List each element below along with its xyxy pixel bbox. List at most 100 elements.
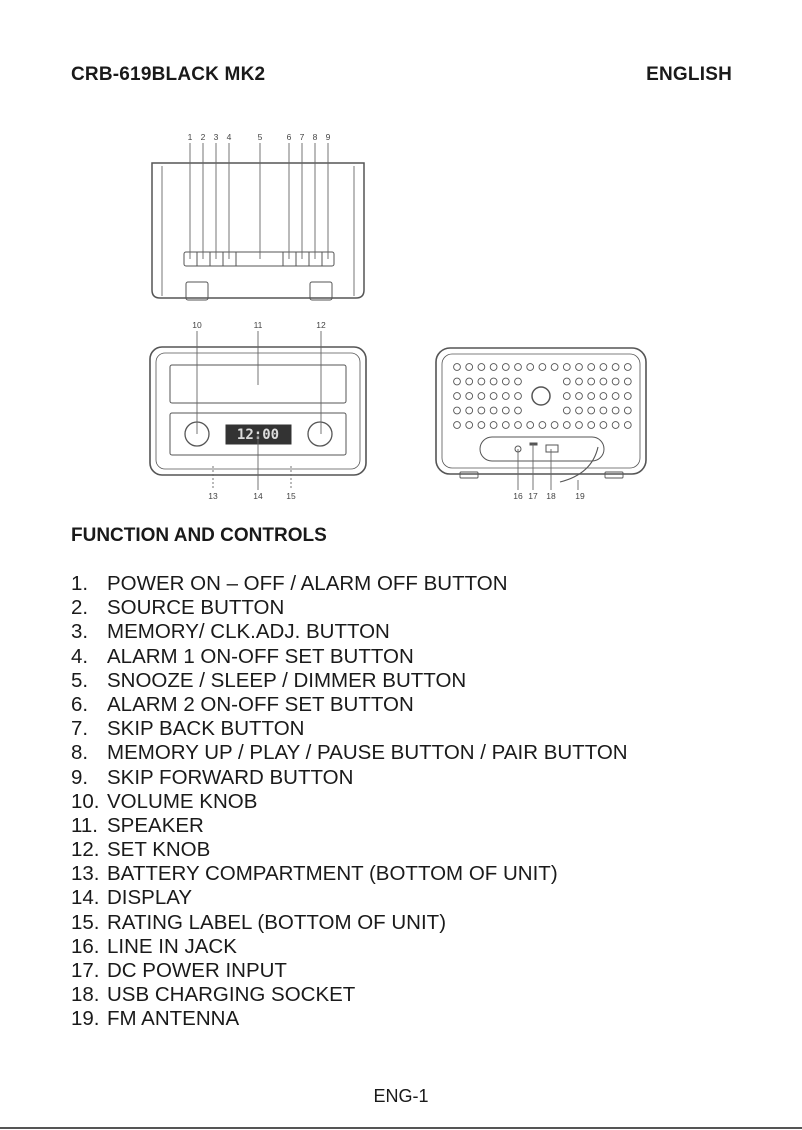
product-diagram: 1 2 3 4 5 6 7 8 9 12:00 — [0, 120, 802, 510]
control-item: 16. LINE IN JACK — [71, 935, 628, 959]
control-number: 12. — [71, 838, 100, 862]
control-label: SET KNOB — [107, 838, 211, 862]
product-diagram-svg: 1 2 3 4 5 6 7 8 9 12:00 — [149, 132, 647, 501]
grille-hole — [465, 421, 474, 429]
control-label: POWER ON – OFF / ALARM OFF BUTTON — [107, 572, 508, 595]
callout-7: 7 — [300, 132, 305, 142]
control-number: 17. — [71, 959, 100, 982]
back-view-leaders — [517, 444, 579, 490]
control-label: LINE IN JACK — [107, 934, 237, 958]
grille-hole — [623, 392, 632, 400]
callout-6: 6 — [287, 132, 292, 142]
grille-hole — [489, 421, 498, 429]
control-label: SPEAKER — [107, 813, 204, 837]
grille-hole — [514, 406, 522, 415]
page-number: ENG-1 — [373, 1086, 429, 1106]
grille-hole — [453, 406, 461, 415]
grille-hole — [587, 421, 596, 429]
back-view-callouts: 16 17 18 19 — [513, 491, 585, 501]
bottom-rule — [0, 1127, 802, 1129]
grille-hole — [477, 406, 486, 415]
callout-5: 5 — [258, 132, 263, 142]
grille-hole — [575, 406, 583, 415]
control-label: ALARM 2 ON-OFF SET BUTTON — [107, 692, 414, 716]
back-view-illustration — [435, 347, 647, 483]
front-view-leaders — [196, 331, 322, 490]
grille-hole — [575, 421, 583, 429]
front-view-callouts: 10 11 12 13 14 15 — [192, 320, 326, 501]
callout-15: 15 — [286, 491, 296, 501]
language-label: ENGLISH — [646, 64, 732, 85]
grille-hole — [587, 363, 596, 371]
control-item: 8.MEMORY UP / PLAY / PAUSE BUTTON / PAIR… — [71, 741, 628, 765]
grille-hole — [526, 363, 535, 371]
control-number: 9. — [71, 765, 89, 789]
control-number: 16. — [71, 934, 100, 958]
grille-hole — [587, 392, 596, 400]
control-number: 13. — [71, 862, 100, 886]
control-item: 7. SKIP BACK BUTTON — [71, 717, 628, 741]
control-item: 1.POWER ON – OFF / ALARM OFF BUTTON — [71, 572, 628, 596]
grille-hole — [623, 377, 632, 386]
callout-17: 17 — [528, 491, 538, 501]
control-item: 5.SNOOZE / SLEEP / DIMMER BUTTON — [71, 669, 628, 693]
callout-11: 11 — [254, 320, 263, 330]
grille-hole — [489, 377, 498, 386]
grille-hole — [477, 377, 486, 386]
control-label: RATING LABEL (BOTTOM OF UNIT) — [107, 910, 447, 934]
control-number: 2. — [71, 596, 89, 620]
grille-hole — [465, 392, 474, 400]
control-item: 15.RATING LABEL (BOTTOM OF UNIT) — [71, 911, 628, 935]
grille-hole — [562, 377, 571, 386]
control-number: 10. — [71, 789, 100, 813]
callout-8: 8 — [313, 132, 318, 142]
control-item: 3.MEMORY/ CLK.ADJ. BUTTON — [71, 620, 628, 644]
callout-9: 9 — [326, 132, 331, 142]
control-item: 12. SET KNOB — [71, 838, 628, 862]
control-number: 18. — [71, 983, 100, 1007]
grille-hole — [514, 392, 522, 400]
control-label: FM ANTENNA — [107, 1007, 240, 1031]
grille-hole — [538, 421, 547, 429]
top-view-illustration — [151, 162, 365, 301]
model-title: CRB-619BLACK MK2 — [71, 64, 266, 85]
control-item: 13. BATTERY COMPARTMENT (BOTTOM OF UNIT) — [71, 862, 628, 886]
grille-hole — [550, 363, 559, 371]
control-item: 4.ALARM 1 ON-OFF SET BUTTON — [71, 645, 628, 669]
grille-hole — [562, 421, 571, 429]
control-label: SKIP BACK BUTTON — [107, 717, 305, 741]
grille-hole — [514, 363, 522, 371]
grille-hole — [501, 392, 510, 400]
grille-hole — [562, 363, 571, 371]
callout-4: 4 — [227, 132, 232, 142]
control-label: SKIP FORWARD BUTTON — [107, 765, 354, 789]
control-item: 19.FM ANTENNA — [71, 1007, 628, 1031]
control-label: BATTERY COMPARTMENT (BOTTOM OF UNIT) — [107, 862, 558, 886]
control-label: DC POWER INPUT — [107, 959, 287, 982]
grille-hole — [562, 392, 571, 400]
grille-hole — [611, 363, 620, 371]
grille-hole — [611, 392, 620, 400]
grille-hole — [599, 363, 608, 371]
callout-18: 18 — [546, 491, 556, 501]
control-number: 4. — [71, 644, 89, 668]
grille-hole — [611, 421, 620, 429]
control-item: 6.ALARM 2 ON-OFF SET BUTTON — [71, 693, 628, 717]
control-label: DISPLAY — [107, 886, 193, 910]
control-number: 7. — [71, 717, 89, 741]
grille-hole — [453, 377, 461, 386]
grille-hole — [465, 377, 474, 386]
grille-hole — [453, 392, 461, 400]
grille-hole — [599, 421, 608, 429]
grille-hole — [514, 421, 522, 429]
grille-hole — [514, 377, 522, 386]
control-number: 5. — [71, 668, 89, 692]
grille-hole — [501, 421, 510, 429]
grille-hole — [477, 363, 486, 371]
control-label: USB CHARGING SOCKET — [107, 983, 356, 1007]
grille-hole — [465, 406, 474, 415]
control-item: 2.SOURCE BUTTON — [71, 596, 628, 620]
speaker-grille — [453, 363, 632, 429]
grille-hole — [611, 406, 620, 415]
